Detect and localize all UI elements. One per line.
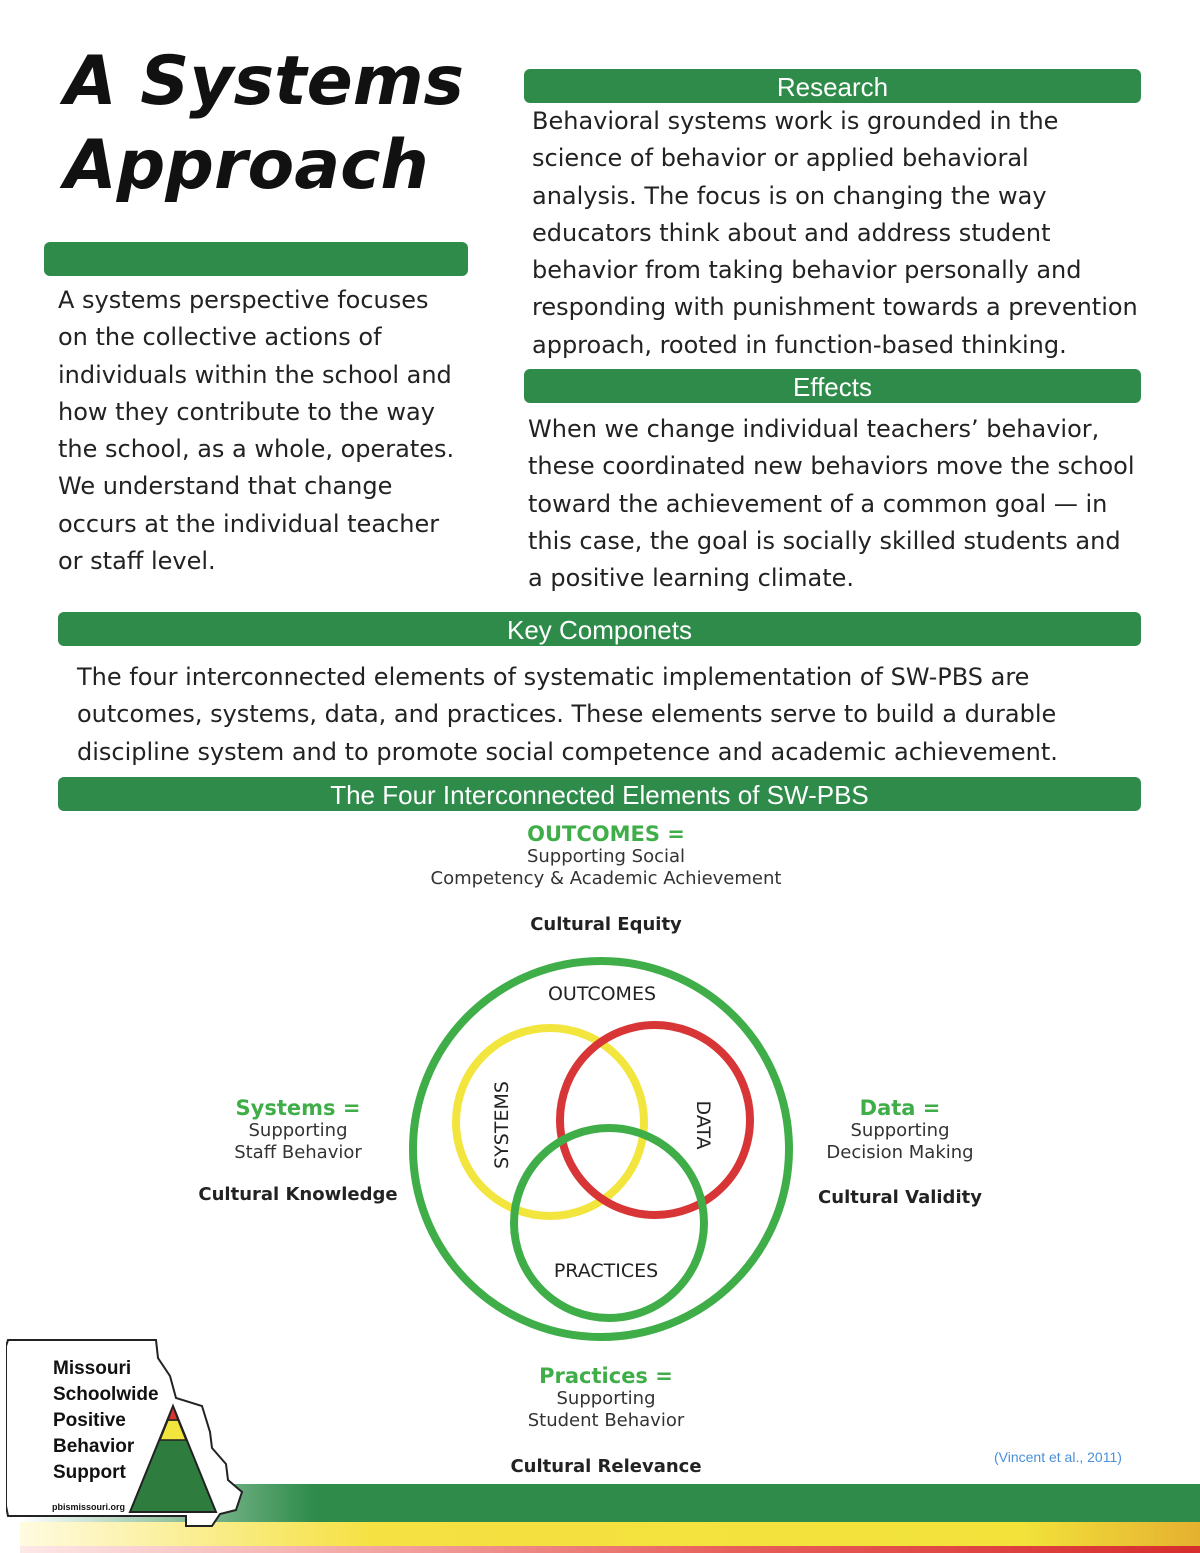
outcomes-label-sub2: Competency & Academic Achievement: [430, 868, 782, 889]
venn-diagram: OUTCOMES SYSTEMS DATA PRACTICES: [409, 957, 793, 1341]
systems-cultural: Cultural Knowledge: [198, 1184, 398, 1205]
key-components-text: The four interconnected elements of syst…: [77, 663, 1058, 766]
practices-circle: [510, 1124, 708, 1322]
page-title-line1: A Systems: [64, 42, 465, 121]
ring-label-systems: SYSTEMS: [491, 1081, 513, 1169]
data-label-sub1: Supporting: [850, 1120, 950, 1141]
data-label-title: Data =: [859, 1096, 941, 1120]
logo-line3: Positive: [53, 1410, 126, 1431]
systems-circle: [452, 1024, 648, 1220]
data-cultural: Cultural Validity: [818, 1187, 982, 1208]
logo-line1: Missouri: [53, 1358, 132, 1379]
page-title: A Systems Approach: [64, 40, 484, 208]
missouri-logo: [6, 1339, 244, 1527]
systems-label-sub1: Supporting: [248, 1120, 348, 1141]
research-text: Behavioral systems work is grounded in t…: [532, 107, 1138, 359]
practices-label-title: Practices =: [539, 1364, 673, 1388]
ring-label-outcomes: OUTCOMES: [548, 983, 656, 1005]
outcomes-label-title: OUTCOMES =: [527, 822, 685, 846]
logo-line4: Behavior: [53, 1436, 135, 1457]
outcomes-cultural: Cultural Equity: [530, 914, 682, 935]
effects-text: When we change individual teachers’ beha…: [528, 415, 1135, 593]
footer-red-stripe: [20, 1546, 1200, 1553]
practices-label: Practices = Supporting Student Behavior: [456, 1364, 756, 1432]
page-title-line2: Approach: [64, 126, 429, 205]
data-label: Data = Supporting Decision Making: [800, 1096, 1000, 1164]
ring-label-practices: PRACTICES: [554, 1260, 658, 1282]
systems-label-title: Systems =: [235, 1096, 361, 1120]
diagram-heading: The Four Interconnected Elements of SW-P…: [58, 777, 1141, 811]
citation: (Vincent et al., 2011): [994, 1449, 1122, 1465]
pyramid-icon: [128, 1403, 218, 1513]
pyramid-red-tier: [166, 1403, 180, 1421]
effects-heading: Effects: [524, 369, 1141, 403]
practices-label-sub1: Supporting: [556, 1388, 656, 1409]
outcomes-label: OUTCOMES = Supporting Social Competency …: [406, 822, 806, 890]
research-heading: Research: [524, 69, 1141, 103]
footer-yellow-stripe: [20, 1522, 1200, 1546]
logo-url: pbismissouri.org: [52, 1502, 126, 1512]
logo-text: Missouri Schoolwide Positive Behavior Su…: [53, 1356, 159, 1486]
systems-label: Systems = Supporting Staff Behavior: [198, 1096, 398, 1164]
data-label-sub2: Decision Making: [826, 1142, 974, 1163]
systems-label-sub2: Staff Behavior: [234, 1142, 362, 1163]
ring-label-data: DATA: [692, 1101, 714, 1150]
logo-line5: Support: [53, 1462, 126, 1483]
outer-outcomes-circle: [409, 957, 793, 1341]
key-components-heading: Key Componets: [58, 612, 1141, 646]
outcomes-label-sub1: Supporting Social: [526, 846, 686, 867]
intro-heading-bar: [44, 242, 468, 276]
logo-line2: Schoolwide: [53, 1384, 159, 1405]
intro-text: A systems perspective focuses on the col…: [58, 286, 455, 576]
practices-label-sub2: Student Behavior: [527, 1410, 685, 1431]
data-circle: [556, 1021, 754, 1219]
practices-cultural: Cultural Relevance: [510, 1456, 702, 1477]
